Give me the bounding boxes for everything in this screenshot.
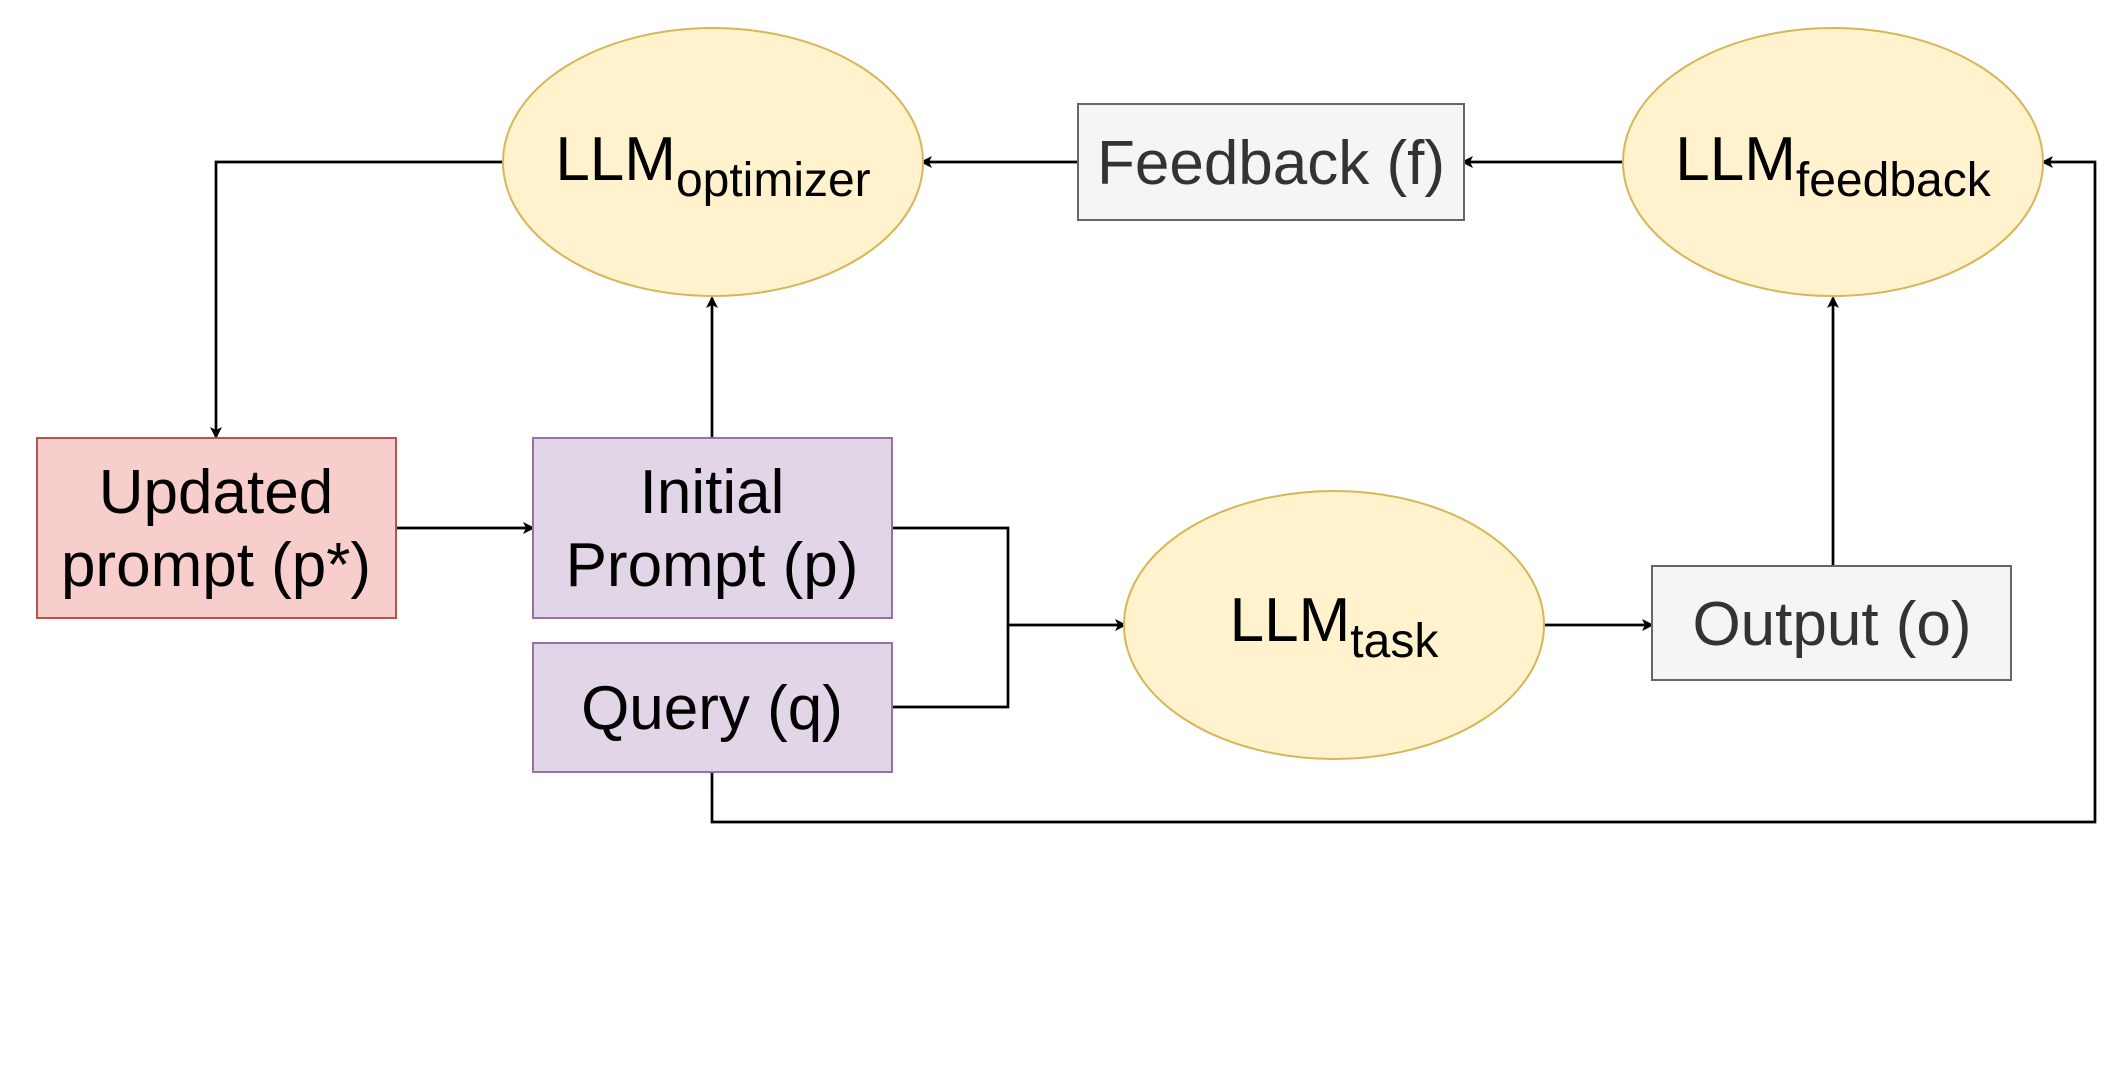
- edge-query-to-llm-task: [892, 625, 1010, 709]
- output-label: Output (o): [1692, 590, 1971, 659]
- llm-optimizer-base: LLM: [555, 125, 676, 194]
- llm-task-subscript: task: [1350, 615, 1439, 668]
- updated-prompt-node: Updated prompt (p*): [36, 437, 397, 619]
- llm-task-base: LLM: [1230, 586, 1351, 655]
- feedback-label: Feedback (f): [1097, 129, 1445, 198]
- edge-query-to-llm-feedback: [710, 156, 2097, 824]
- llm-feedback-subscript: feedback: [1796, 154, 1992, 207]
- initial-prompt-node: Initial Prompt (p): [532, 437, 893, 619]
- svg-text:LLMoptimizer: LLMoptimizer: [555, 125, 870, 207]
- feedback-node: Feedback (f): [1077, 103, 1465, 221]
- edges: [210, 156, 2097, 824]
- initial-prompt-line2: Prompt (p): [566, 531, 859, 600]
- llm-feedback-base: LLM: [1675, 125, 1796, 194]
- initial-prompt-line1: Initial: [640, 458, 785, 527]
- llm-optimizer-node: LLMoptimizer: [502, 27, 924, 297]
- llm-task-node: LLMtask: [1123, 490, 1545, 760]
- edge-initial-prompt-to-llm-task: [892, 526, 1127, 631]
- query-node: Query (q): [532, 642, 893, 773]
- edge-llm-optimizer-to-updated-prompt: [210, 160, 503, 439]
- updated-prompt-line1: Updated: [99, 458, 333, 527]
- query-label: Query (q): [581, 674, 843, 743]
- updated-prompt-line2: prompt (p*): [61, 531, 371, 600]
- llm-feedback-node: LLMfeedback: [1622, 27, 2044, 297]
- svg-text:LLMtask: LLMtask: [1230, 586, 1440, 668]
- llm-optimizer-subscript: optimizer: [676, 154, 871, 207]
- svg-text:LLMfeedback: LLMfeedback: [1675, 125, 1991, 207]
- output-node: Output (o): [1651, 565, 2012, 681]
